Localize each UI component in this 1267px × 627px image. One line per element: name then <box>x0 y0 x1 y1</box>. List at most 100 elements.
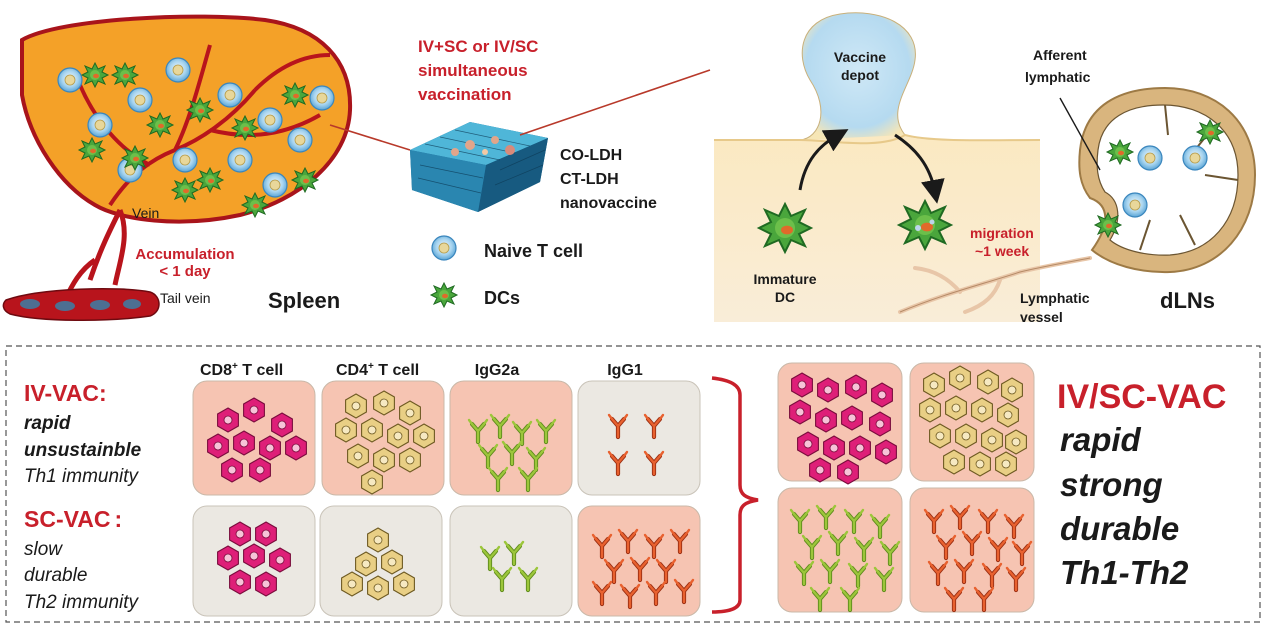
iv-cd4-cell-2 <box>373 390 395 416</box>
ln-dc-1 <box>1106 139 1134 165</box>
nanovaccine-label-line-3: nanovaccine <box>560 195 657 212</box>
sc-vac-title: SC-VAC: <box>24 506 122 532</box>
vaccine-depot-label-line-1: Vaccine <box>834 49 886 65</box>
col-header-cd8: CD8+ T cell <box>200 361 283 379</box>
combo-cd4-cell-13 <box>943 449 965 475</box>
lymphatic-vessel-label-line-2: vessel <box>1020 309 1063 325</box>
protocol-label-line-3: vaccination <box>418 85 512 104</box>
accumulation-label-line-2: < 1 day <box>159 263 211 280</box>
combo-line-1: rapid <box>1060 421 1142 458</box>
sc-cd8-cell-1 <box>229 521 251 547</box>
afferent-pointer-line <box>1059 97 1101 171</box>
ln-tcell-3 <box>1122 192 1148 218</box>
col-header-igg1: IgG1 <box>607 362 643 379</box>
nanovaccine-label-line-1: CO-LDH <box>560 147 622 164</box>
iv-cd8-cell-5 <box>233 430 255 456</box>
nanovaccine-block <box>410 122 548 212</box>
iv-cd8-cell-3 <box>271 412 293 438</box>
iv-cd4-cell-8 <box>347 443 369 469</box>
combo-cd8-cell-11 <box>849 435 871 461</box>
col-header-cd4: CD4+ T cell <box>336 361 419 379</box>
combo-cd8-cell-5 <box>789 399 811 425</box>
iv-cd8-cell-9 <box>249 457 271 483</box>
iv-cd4-cell-3 <box>399 400 421 426</box>
sc-vac-line-1: slow <box>24 539 63 560</box>
iv-cd8-cell-4 <box>207 433 229 459</box>
iv-cd8-cell-2 <box>243 397 265 423</box>
legend-naive-t-label: Naive T cell <box>484 241 583 261</box>
sc-cd4-cell-2 <box>355 551 377 577</box>
migration-label-line-2: ~1 week <box>975 243 1029 259</box>
combo-cd8-cell-8 <box>869 411 891 437</box>
iv-cd4-cell-4 <box>335 417 357 443</box>
combo-line-4: Th1-Th2 <box>1060 554 1189 591</box>
protocol-label-line-2: simultaneous <box>418 61 528 80</box>
summary-panel-frame <box>5 345 1261 623</box>
combo-vac-title: IV/SC-VAC <box>1057 378 1226 416</box>
combo-cd8-cell-6 <box>815 407 837 433</box>
tile-sc-igg2a <box>449 505 573 617</box>
sc-vac-line-2: durable <box>24 565 87 586</box>
sc-cd8-cell-5 <box>269 547 291 573</box>
iv-vac-line-2: unsustainble <box>24 440 142 461</box>
combo-cd4-cell-9 <box>929 423 951 449</box>
combo-cd8-cell-4 <box>871 382 893 408</box>
combo-cd8-cell-2 <box>817 377 839 403</box>
combo-cd4-cell-3 <box>977 369 999 395</box>
combo-cd4-cell-4 <box>1001 377 1023 403</box>
combo-cd8-cell-12 <box>875 439 897 465</box>
combo-cd4-cell-11 <box>981 427 1003 453</box>
combo-line-3: durable <box>1060 510 1179 547</box>
combo-cd4-cell-5 <box>919 397 941 423</box>
iv-cd4-cell-6 <box>387 423 409 449</box>
tile-sc-cd4 <box>319 505 443 617</box>
ln-dc-2 <box>1196 119 1224 145</box>
iv-cd4-cell-10 <box>399 447 421 473</box>
iv-vac-line-3: Th1 immunity <box>24 466 140 487</box>
immature-dc-label-line-1: Immature <box>753 271 816 287</box>
combo-cd4-cell-14 <box>969 451 991 477</box>
sc-cd4-cell-1 <box>367 527 389 553</box>
sc-cd8-cell-2 <box>255 521 277 547</box>
afferent-label-line-2: lymphatic <box>1025 69 1091 85</box>
combo-cd4-cell-1 <box>923 372 945 398</box>
sc-cd8-cell-4 <box>243 543 265 569</box>
combo-cd4-cell-10 <box>955 423 977 449</box>
spleen-connector-line <box>329 124 411 151</box>
iv-cd4-cell-1 <box>345 393 367 419</box>
depot-connector-line <box>519 69 711 136</box>
afferent-label-line-1: Afferent <box>1033 47 1087 63</box>
dlns-label: dLNs <box>1160 288 1215 313</box>
combo-line-2: strong <box>1060 466 1163 503</box>
lymph-node-illustration <box>1078 86 1257 274</box>
ln-tcell-2 <box>1182 145 1208 171</box>
iv-vac-title: IV-VAC: <box>24 380 107 406</box>
sc-cd4-cell-4 <box>341 571 363 597</box>
lymphatic-vessel-outline <box>899 257 1091 313</box>
sc-cd4-cell-3 <box>381 549 403 575</box>
iv-vac-line-1: rapid <box>24 413 71 434</box>
sc-cd8-cell-3 <box>217 545 239 571</box>
tile-sc-igg1 <box>577 505 701 617</box>
mature-dc-icon <box>898 200 952 250</box>
immature-dc-label-line-2: DC <box>775 289 795 305</box>
combo-cd4-cell-15 <box>995 451 1017 477</box>
protocol-label-line-1: IV+SC or IV/SC <box>418 37 538 56</box>
uptake-arrow <box>798 129 849 191</box>
col-header-igg2a: IgG2a <box>475 362 520 379</box>
vein-label: Vein <box>132 205 159 221</box>
vaccine-depot-label-line-2: depot <box>841 67 879 83</box>
nanovaccine-label-line-2: CT-LDH <box>560 171 619 188</box>
sc-cd4-cell-6 <box>393 571 415 597</box>
iv-cd8-cell-6 <box>259 435 281 461</box>
sc-cd8-cell-6 <box>229 569 251 595</box>
combination-bracket <box>711 376 759 614</box>
lymphatic-vessel-label-line-1: Lymphatic <box>1020 290 1090 306</box>
spleen-label: Spleen <box>268 288 340 313</box>
sc-vac-line-3: Th2 immunity <box>24 592 140 613</box>
tail-vein-label: Tail vein <box>160 290 211 306</box>
tile-iv-igg1 <box>577 380 701 496</box>
iv-cd8-cell-8 <box>221 457 243 483</box>
legend-dcs-label: DCs <box>484 288 520 308</box>
combo-cd8-cell-9 <box>797 431 819 457</box>
